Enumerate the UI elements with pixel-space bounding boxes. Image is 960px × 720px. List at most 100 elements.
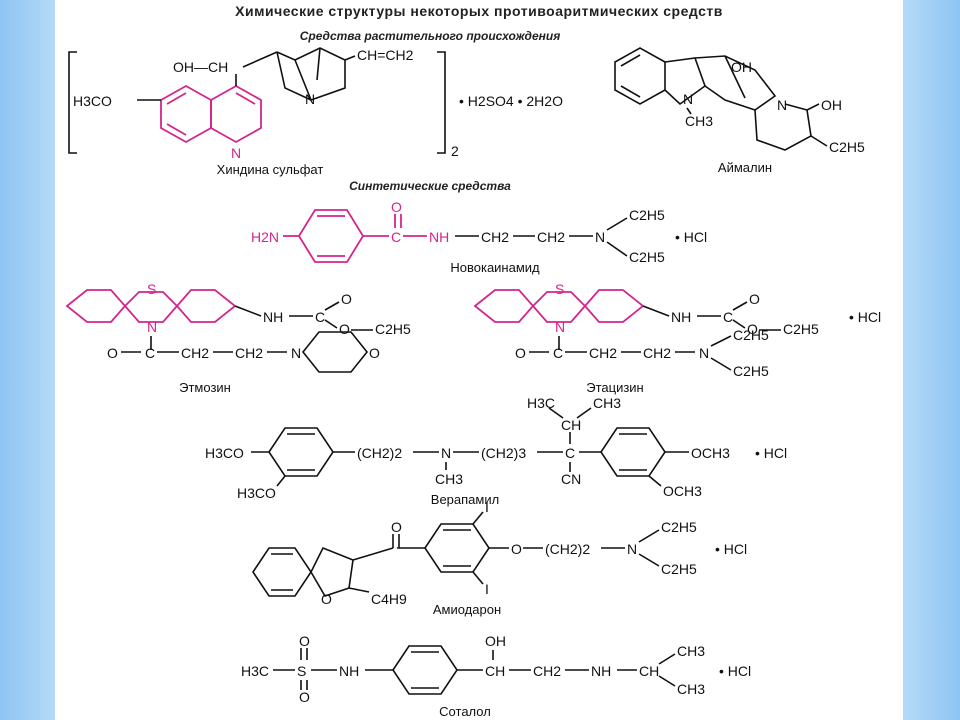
verapamil-ch3-top: CH3 — [593, 395, 621, 411]
sotalol-nh-b: NH — [591, 663, 611, 679]
quinidine-name: Хиндина сульфат — [217, 162, 324, 177]
verapamil-structure: H3CO H3CO (CH2)2 N CH3 (CH2)3 C CH H3C C… — [205, 395, 787, 507]
verapamil-hcl: • HCl — [755, 445, 787, 461]
ethacizine-ch2-b: CH2 — [643, 345, 671, 361]
amiodarone-structure: O C4H9 O I I O (CH2)2 N C2H5 C2H5 • HCl … — [252, 499, 747, 617]
sotalol-ch3-a: CH3 — [677, 643, 705, 659]
amiodarone-c4h9: C4H9 — [371, 591, 407, 607]
ethmozine-n-ring: N — [147, 319, 157, 335]
ethacizine-c2h5-b: C2H5 — [733, 363, 769, 379]
sotalol-ch3-b: CH3 — [677, 681, 705, 697]
salt-label: • H2SO4 • 2H2O — [459, 93, 563, 109]
ethacizine-n-ring: N — [555, 319, 565, 335]
oh-ch-label: OH—CH — [173, 59, 228, 75]
ethacizine-c-amide: C — [553, 345, 563, 361]
sotalol-ch: CH — [485, 663, 505, 679]
ethacizine-s: S — [555, 281, 564, 297]
procainamide-c2h5-b: C2H5 — [629, 249, 665, 265]
ethmozine-n-morph: N — [291, 345, 301, 361]
sotalol-o-bottom: O — [299, 689, 310, 705]
sotalol-oh: OH — [485, 633, 506, 649]
sotalol-name: Соталол — [439, 704, 491, 719]
ethmozine-ch2-a: CH2 — [181, 345, 209, 361]
ajmaline-name: Аймалин — [718, 160, 772, 175]
ethacizine-c2h5: C2H5 — [783, 321, 819, 337]
procainamide-nh: NH — [429, 229, 449, 245]
verapamil-ch: CH — [561, 417, 581, 433]
sotalol-s: S — [297, 663, 306, 679]
sotalol-h3c: H3C — [241, 663, 269, 679]
procainamide-h2n: H2N — [251, 229, 279, 245]
amiodarone-ch2-2: (CH2)2 — [545, 541, 590, 557]
quinuclidine-n-label: N — [305, 91, 315, 107]
section-plant: Средства растительного происхождения — [300, 29, 561, 43]
amiodarone-i-top: I — [485, 499, 489, 515]
verapamil-och3-a: OCH3 — [691, 445, 730, 461]
ethacizine-o-top: O — [749, 291, 760, 307]
ajmaline-n: N — [777, 97, 787, 113]
ethmozine-name: Этмозин — [179, 380, 231, 395]
ethacizine-name: Этацизин — [586, 380, 644, 395]
ethmozine-structure: S N NH C O O C2H5 O C CH2 CH2 N O Этмози… — [65, 281, 411, 395]
figure-title: Химические структуры некоторых противоар… — [235, 3, 723, 19]
verapamil-n: N — [441, 445, 451, 461]
procainamide-structure: H2N O C NH CH2 CH2 N C2H5 C2H5 • HCl Нов… — [251, 199, 707, 275]
sotalol-ch-iso: CH — [639, 663, 659, 679]
amiodarone-ketone-o: O — [391, 519, 402, 535]
amiodarone-ether-o: O — [511, 541, 522, 557]
ethmozine-s: S — [147, 281, 156, 297]
ethmozine-o-top: O — [341, 291, 352, 307]
sotalol-nh-a: NH — [339, 663, 359, 679]
procainamide-ch2-b: CH2 — [537, 229, 565, 245]
ethmozine-o-ester: O — [339, 321, 350, 337]
ethacizine-hcl: • HCl — [849, 309, 881, 325]
amiodarone-hcl: • HCl — [715, 541, 747, 557]
verapamil-ch2-2: (CH2)2 — [357, 445, 402, 461]
verapamil-cn: CN — [561, 471, 581, 487]
procainamide-c: C — [391, 229, 401, 245]
procainamide-hcl: • HCl — [675, 229, 707, 245]
ajmaline-ch3: CH3 — [685, 113, 713, 129]
verapamil-c: C — [565, 445, 575, 461]
sotalol-ch2: CH2 — [533, 663, 561, 679]
ajmaline-c2h5: C2H5 — [829, 139, 865, 155]
quinoline-n-label: N — [231, 145, 241, 161]
vinyl-label: CH=CH2 — [357, 47, 414, 63]
verapamil-och3-b: OCH3 — [663, 483, 702, 499]
ajmaline-indole-n: N — [683, 91, 693, 107]
sotalol-hcl: • HCl — [719, 663, 751, 679]
procainamide-n: N — [595, 229, 605, 245]
ethacizine-o-ester: O — [747, 321, 758, 337]
ajmaline-oh: OH — [821, 97, 842, 113]
procainamide-ch2-a: CH2 — [481, 229, 509, 245]
amiodarone-c2h5-a: C2H5 — [661, 519, 697, 535]
ethacizine-nh: NH — [671, 309, 691, 325]
procainamide-name: Новокаинамид — [450, 260, 540, 275]
ethacizine-o-amide: O — [515, 345, 526, 361]
verapamil-ch2-3: (CH2)3 — [481, 445, 526, 461]
figure-sheet: Химические структуры некоторых противоар… — [55, 0, 903, 720]
verapamil-h3co-b: H3CO — [237, 485, 276, 501]
quinidine-structure: 2 H3CO N OH—CH N CH=CH2 • H2SO4 • 2H2O Х… — [68, 47, 563, 177]
verapamil-h3c: H3C — [527, 395, 555, 411]
sotalol-o-top: O — [299, 633, 310, 649]
methoxy-label: H3CO — [73, 93, 112, 109]
ethmozine-c: C — [315, 309, 325, 325]
ethmozine-o-morph: O — [369, 345, 380, 361]
ethmozine-nh: NH — [263, 309, 283, 325]
amiodarone-i-bottom: I — [485, 581, 489, 597]
ajmaline-structure: N CH3 OH N OH C2H5 Аймалин — [614, 47, 865, 175]
ethacizine-structure: S N NH C O O C2H5 • HCl O C CH2 CH2 N C2… — [473, 281, 881, 395]
amiodarone-n: N — [627, 541, 637, 557]
ethacizine-ch2-a: CH2 — [589, 345, 617, 361]
ethmozine-c-amide: C — [145, 345, 155, 361]
verapamil-name: Верапамил — [431, 492, 499, 507]
ethmozine-ch2-b: CH2 — [235, 345, 263, 361]
section-synthetic: Синтетические средства — [349, 179, 511, 193]
procainamide-c2h5-a: C2H5 — [629, 207, 665, 223]
verapamil-h3co-a: H3CO — [205, 445, 244, 461]
procainamide-o: O — [391, 199, 402, 215]
amiodarone-c2h5-b: C2H5 — [661, 561, 697, 577]
ethmozine-o-amide: O — [107, 345, 118, 361]
verapamil-n-ch3: CH3 — [435, 471, 463, 487]
